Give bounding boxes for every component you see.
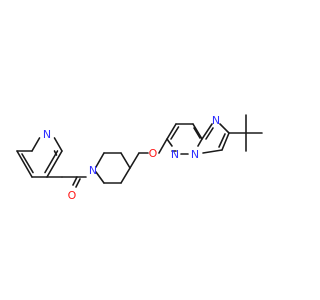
pyridazine-nitrogen: N	[171, 148, 179, 161]
tert-butyl-group	[228, 114, 263, 152]
bond	[75, 178, 81, 188]
pyridazine-ring	[166, 123, 203, 155]
bond	[192, 123, 203, 140]
imidazole-ring	[201, 123, 230, 154]
pyridine-nitrogen: N	[43, 128, 51, 141]
bond	[166, 123, 177, 140]
bond	[72, 176, 78, 186]
bond	[201, 123, 213, 140]
bond	[44, 150, 59, 174]
bond	[120, 167, 131, 184]
piperidine-nitrogen: N	[89, 164, 97, 177]
bond	[158, 138, 168, 154]
bond	[193, 127, 201, 139]
bond	[218, 133, 226, 148]
bond	[95, 171, 105, 184]
bond	[16, 150, 33, 178]
pyridine-ring	[16, 137, 63, 178]
bond	[197, 138, 203, 147]
bond	[202, 149, 223, 154]
methoxy-linker	[129, 138, 168, 169]
imidazole-nitrogen: N	[212, 114, 220, 127]
bond	[219, 123, 230, 134]
bond	[221, 132, 230, 151]
carbonyl-oxygen: O	[68, 189, 77, 202]
ether-oxygen: O	[149, 147, 158, 160]
piperidine-ring	[95, 152, 131, 184]
bond	[120, 152, 131, 169]
bond	[95, 152, 105, 168]
carbonyl-group	[46, 176, 87, 188]
bond	[31, 137, 41, 152]
bond	[53, 137, 63, 152]
bond	[21, 153, 34, 174]
molecule-canvas: N O N O N N	[16, 114, 263, 202]
bond	[170, 126, 180, 140]
bond	[129, 152, 140, 169]
bond	[166, 138, 173, 147]
bond	[205, 127, 214, 140]
structure-diagram: N O N O N N	[16, 114, 263, 202]
bridgehead-nitrogen: N	[191, 148, 199, 161]
bond	[46, 150, 63, 178]
